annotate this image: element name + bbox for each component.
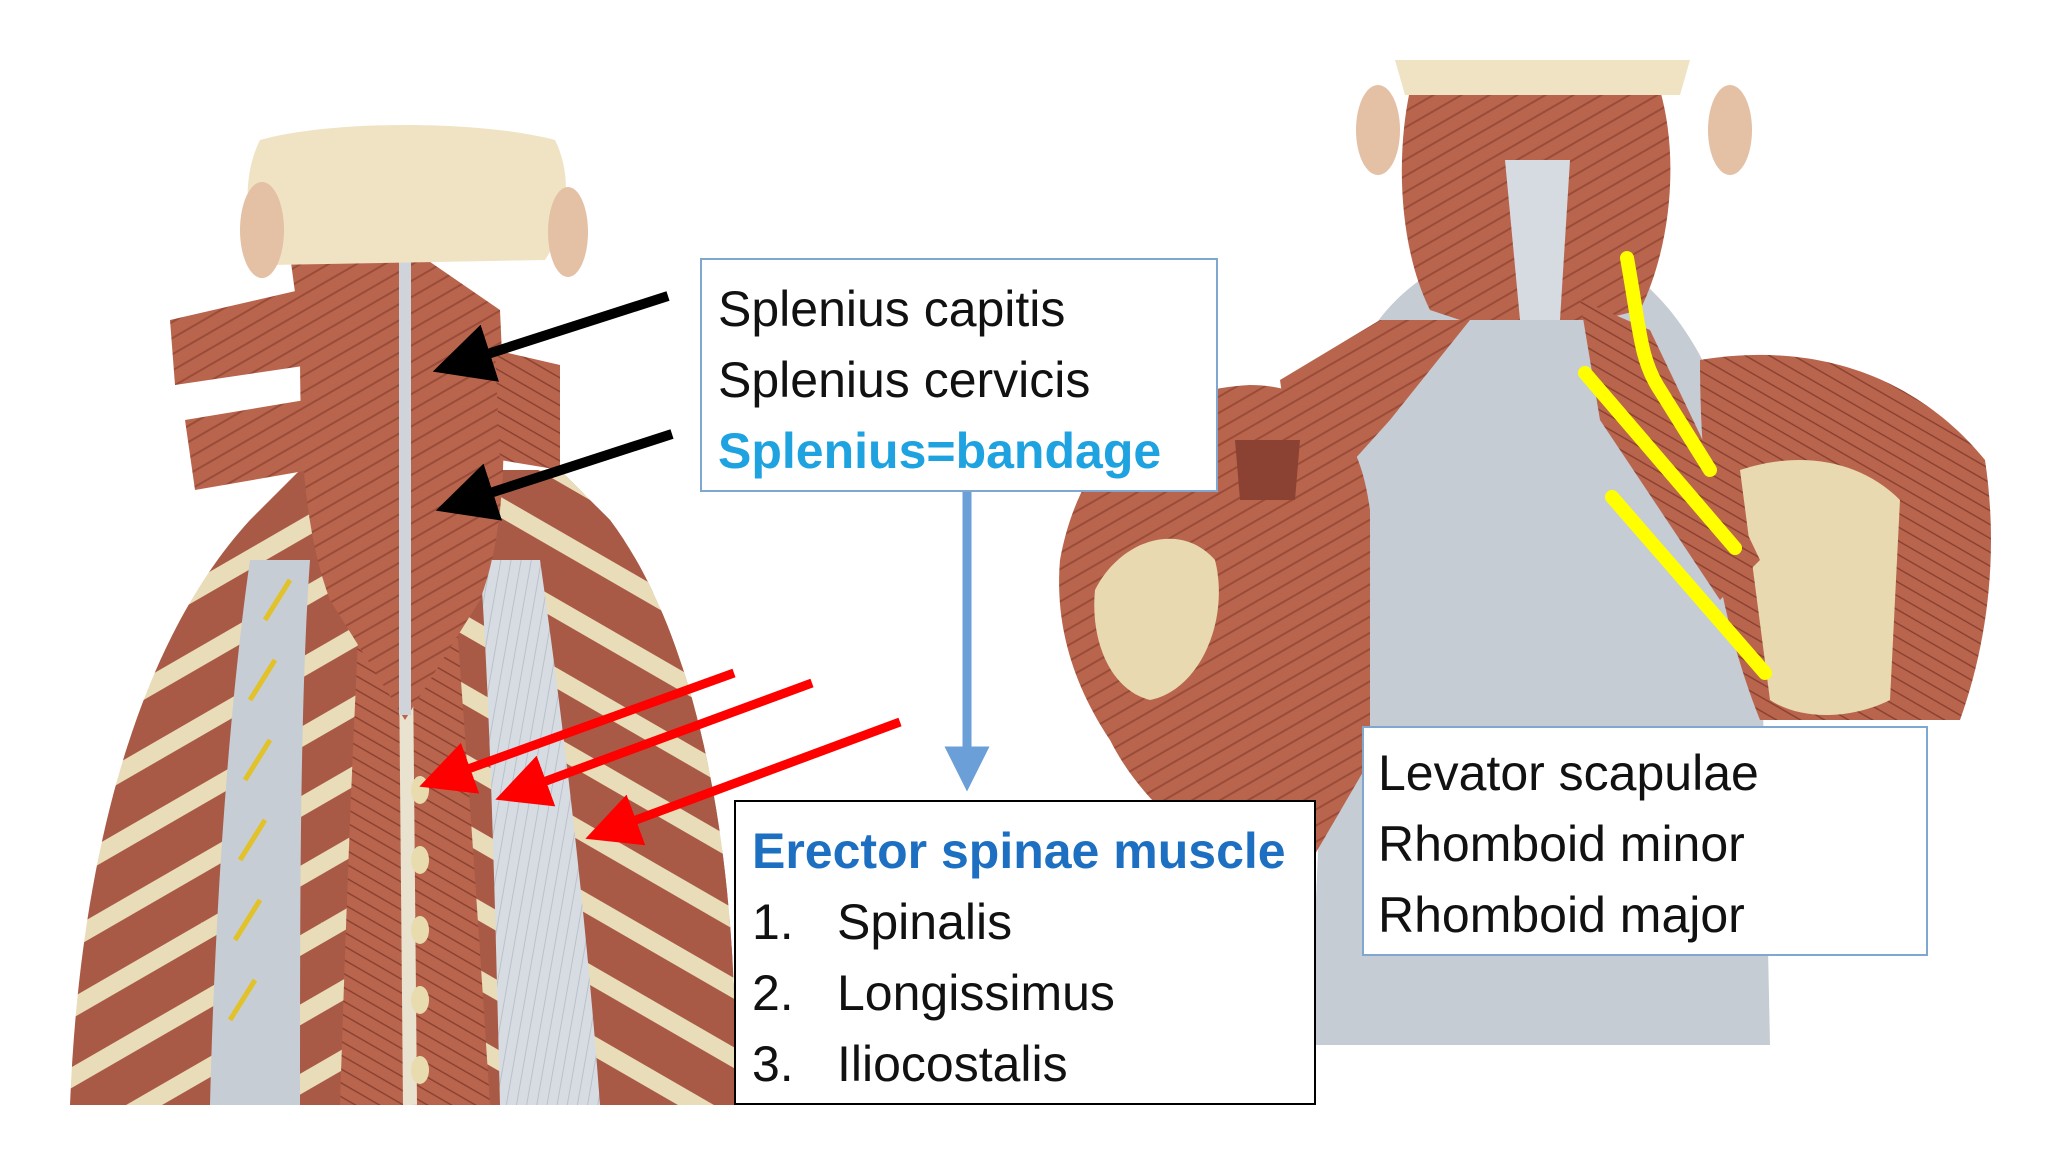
- right-left-band: [1280, 320, 1470, 520]
- rhomboid-minor-label: Rhomboid minor: [1378, 816, 1745, 872]
- splenius-meaning-label: Splenius=bandage: [718, 423, 1162, 479]
- erector-item-longissimus: 2. Longissimus: [752, 958, 1314, 1029]
- erector-item-iliocostalis: 3. Iliocostalis: [752, 1029, 1314, 1100]
- left-side-strip-lower: [185, 400, 310, 490]
- right-figure-arm-bone: [1094, 538, 1219, 700]
- yellow-line-rhomboid-minor: [1578, 366, 1742, 555]
- red-arrow-3: [585, 717, 902, 846]
- right-ear-left: [1356, 85, 1400, 175]
- erector-item-number: 2.: [752, 965, 794, 1021]
- red-arrow-2: [495, 678, 814, 807]
- right-skull-top: [1395, 60, 1690, 95]
- right-figure-arm: [1059, 385, 1370, 880]
- black-arrow-upper: [432, 291, 670, 382]
- erector-item-label: Longissimus: [837, 965, 1115, 1021]
- splenius-label-box: Splenius capitis Splenius cervicis Splen…: [700, 258, 1218, 492]
- yellow-line-rhomboid-major: [1605, 490, 1772, 680]
- left-skull: [247, 125, 566, 265]
- erector-item-number: 1.: [752, 894, 794, 950]
- erector-spinae-heading: Erector spinae muscle: [752, 823, 1286, 879]
- erector-item-number: 3.: [752, 1036, 794, 1092]
- right-scapula: [1740, 460, 1900, 715]
- black-arrow-lower: [435, 429, 674, 521]
- right-neck-center: [1505, 160, 1570, 320]
- left-ear-left: [240, 182, 284, 278]
- rhomboid-major-label: Rhomboid major: [1378, 887, 1745, 943]
- splenius-capitis-label: Splenius capitis: [718, 281, 1066, 337]
- right-ear-right: [1708, 85, 1752, 175]
- levator-scapulae-label: Levator scapulae: [1378, 745, 1759, 801]
- red-pointer-arrows: [419, 668, 902, 846]
- left-back-anatomy-illustration: [70, 125, 736, 1106]
- yellow-highlight-lines: [1578, 251, 1772, 680]
- levator-rhomboid-label-box: Levator scapulae Rhomboid minor Rhomboid…: [1362, 726, 1928, 956]
- erector-item-spinalis: 1. Spinalis: [752, 887, 1314, 958]
- left-side-strip-right: [495, 350, 560, 470]
- left-ear-right: [548, 187, 588, 277]
- splenius-cervicis-label: Splenius cervicis: [718, 352, 1091, 408]
- yellow-line-levator: [1620, 251, 1717, 477]
- red-arrow-1: [419, 668, 736, 794]
- black-pointer-arrows: [432, 291, 674, 521]
- right-figure-left-arm-stub: [1235, 440, 1300, 500]
- erector-item-label: Spinalis: [837, 894, 1013, 950]
- left-side-strip-upper: [170, 290, 310, 385]
- erector-spinae-label-box: Erector spinae muscle 1. Spinalis 2. Longi…: [734, 800, 1316, 1105]
- left-nerve-fibers: [227, 578, 293, 1022]
- left-longissimus-column: [480, 560, 600, 1105]
- erector-item-label: Iliocostalis: [837, 1036, 1068, 1092]
